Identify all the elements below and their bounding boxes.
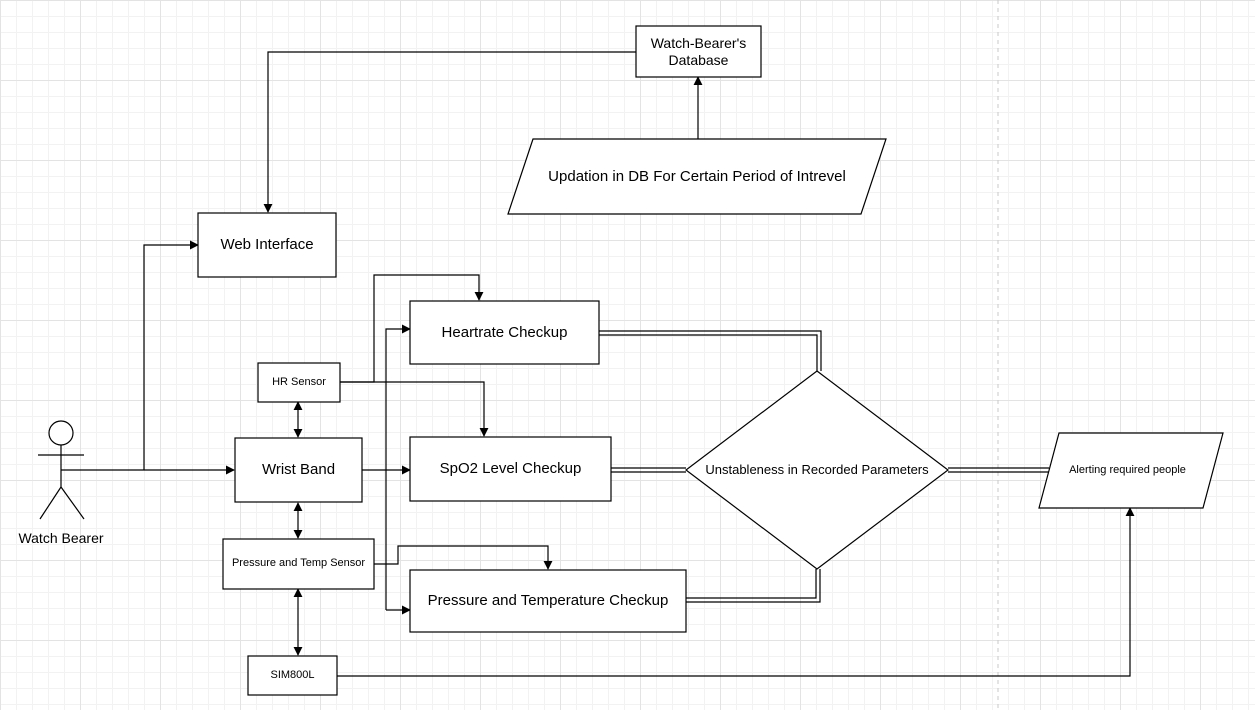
pressure-checkup-box [409, 569, 687, 633]
edge-hr-to-spo2 [340, 381, 489, 437]
alerting-parallelogram [1038, 432, 1224, 509]
database-box [635, 25, 762, 78]
hr-sensor-box [257, 362, 341, 403]
updation-parallelogram [507, 138, 887, 215]
edge-heartrate-to-decision-a [599, 330, 822, 371]
edge-heartrate-to-decision-b [599, 334, 818, 371]
spo2-box [409, 436, 612, 502]
edge-bus-to-heartrate [385, 324, 411, 610]
sim-box [247, 655, 338, 696]
heartrate-box [409, 300, 600, 365]
decision-diamond [685, 370, 949, 570]
actor-stick-figure [38, 420, 85, 520]
edge-database-to-web [263, 51, 636, 213]
edge-sim-to-alerting [337, 507, 1135, 677]
edge-actor-to-web [143, 240, 199, 470]
edge-pressure-sensor-to-checkup [374, 545, 553, 570]
wrist-band-box [234, 437, 363, 503]
edge-pressure-to-decision-b [686, 569, 821, 603]
web-interface-box [197, 212, 337, 278]
pressure-sensor-box [222, 538, 375, 590]
edge-pressure-to-decision-a [686, 569, 817, 599]
